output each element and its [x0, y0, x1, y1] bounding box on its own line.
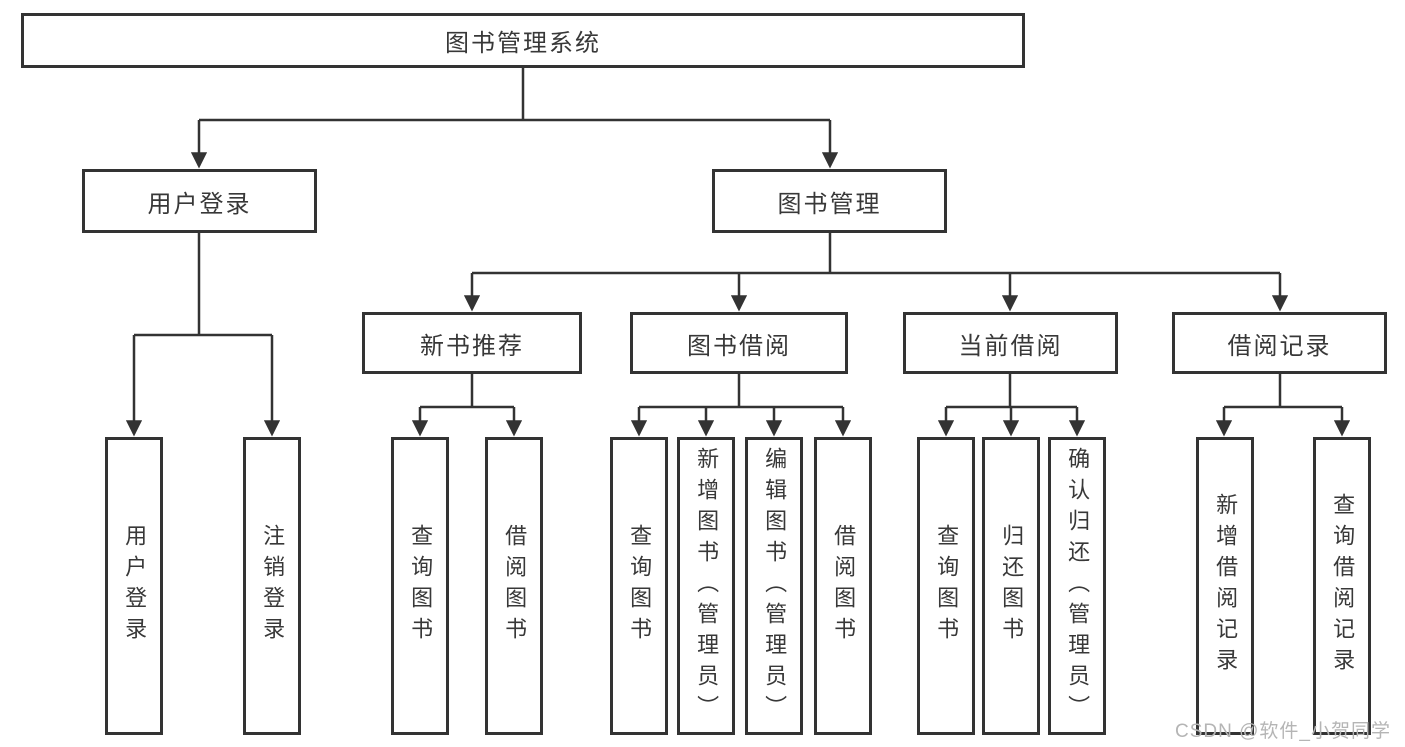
leaf-query-book-borrow: 查询图书 [610, 437, 668, 735]
leaf-confirm-return-admin-label: 确认归还（管理员） [1065, 446, 1091, 726]
node-root: 图书管理系统 [21, 13, 1025, 68]
leaf-logout-label: 注销登录 [260, 524, 286, 648]
leaf-logout: 注销登录 [243, 437, 301, 735]
node-new-book-rec: 新书推荐 [362, 312, 582, 374]
leaf-confirm-return-admin: 确认归还（管理员） [1048, 437, 1106, 735]
csdn-watermark: CSDN @软件_小贺同学 [1175, 721, 1391, 742]
connector-root-to-level2 [190, 68, 839, 169]
leaf-add-book-admin-label: 新增图书（管理员） [694, 446, 720, 726]
leaf-return-book-label: 归还图书 [999, 524, 1025, 648]
leaf-query-borrow-record-label: 查询借阅记录 [1330, 493, 1356, 679]
leaf-user-login: 用户登录 [105, 437, 163, 735]
connector-user-login-to-leaves [125, 233, 281, 437]
leaf-borrow-book-label: 借阅图书 [831, 524, 857, 648]
node-book-borrow: 图书借阅 [630, 312, 848, 374]
leaf-query-book-borrow-label: 查询图书 [627, 524, 653, 648]
leaf-add-book-admin: 新增图书（管理员） [677, 437, 735, 735]
leaf-add-borrow-record: 新增借阅记录 [1196, 437, 1254, 735]
leaf-edit-book-admin: 编辑图书（管理员） [745, 437, 803, 735]
leaf-borrow-book-rec: 借阅图书 [485, 437, 543, 735]
node-book-mgmt: 图书管理 [712, 169, 947, 233]
leaf-add-borrow-record-label: 新增借阅记录 [1213, 493, 1239, 679]
leaf-query-book-current-label: 查询图书 [934, 524, 960, 648]
leaf-borrow-book-rec-label: 借阅图书 [502, 524, 528, 648]
leaf-query-borrow-record: 查询借阅记录 [1313, 437, 1371, 735]
connector-current-borrow-to-leaves [937, 374, 1086, 437]
connector-new-book-rec-to-leaves [411, 374, 523, 437]
connector-book-borrow-to-leaves [630, 374, 852, 437]
leaf-query-book-current: 查询图书 [917, 437, 975, 735]
leaf-query-book-rec-label: 查询图书 [408, 524, 434, 648]
leaf-query-book-rec: 查询图书 [391, 437, 449, 735]
leaf-edit-book-admin-label: 编辑图书（管理员） [762, 446, 788, 726]
node-current-borrow: 当前借阅 [903, 312, 1118, 374]
leaf-borrow-book: 借阅图书 [814, 437, 872, 735]
connector-borrow-record-to-leaves [1215, 374, 1351, 437]
leaf-return-book: 归还图书 [982, 437, 1040, 735]
connector-book-mgmt-to-level3 [463, 233, 1289, 312]
node-user-login: 用户登录 [82, 169, 317, 233]
leaf-user-login-label: 用户登录 [122, 524, 148, 648]
node-borrow-record: 借阅记录 [1172, 312, 1387, 374]
